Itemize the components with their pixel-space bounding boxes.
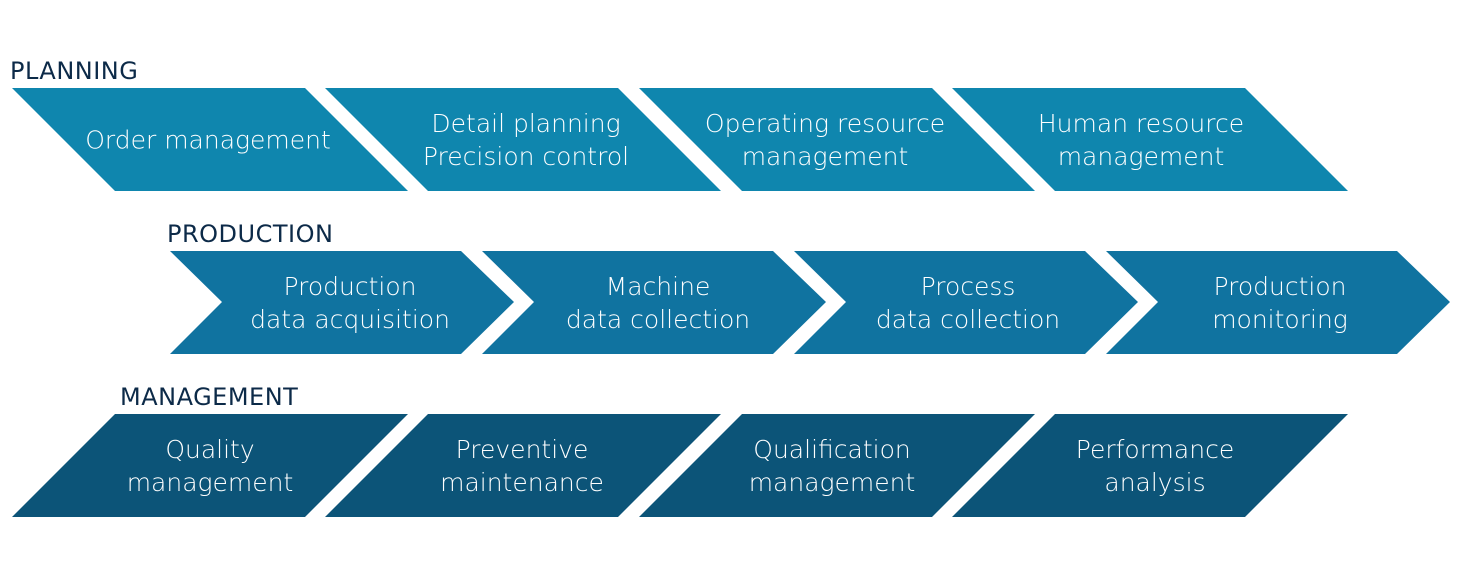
planning-step-label: Operating resource <box>705 109 945 138</box>
production-step-label: Production <box>1213 272 1346 301</box>
planning-step-label: Human resource <box>1038 109 1244 138</box>
planning-step-shape <box>12 88 408 191</box>
management-step-label: Preventive <box>456 435 589 464</box>
planning-step-label: management <box>1058 142 1225 171</box>
production-step-4: Production monitoring <box>1106 251 1450 354</box>
management-step-1: Quality management <box>12 414 408 517</box>
management-step-label: maintenance <box>440 468 604 497</box>
production-step-label: monitoring <box>1212 305 1348 334</box>
planning-step-3: Operating resource management <box>639 88 1035 191</box>
planning-step-label: Order management <box>85 126 331 155</box>
management-step-2: Preventive maintenance <box>325 414 721 517</box>
production-step-label: data collection <box>876 305 1060 334</box>
production-step-shape <box>794 251 1138 354</box>
management-step-4: Performance analysis <box>952 414 1348 517</box>
planning-step-label: Detail planning <box>431 109 620 138</box>
management-step-shape <box>639 414 1035 517</box>
row-label-management: MANAGEMENT <box>120 383 298 411</box>
row-label-planning: PLANNING <box>10 57 138 85</box>
management-step-label: Performance <box>1076 435 1234 464</box>
management-step-label: management <box>749 468 916 497</box>
management-step-label: Qualification <box>753 435 910 464</box>
production-step-label: Production <box>283 272 416 301</box>
production-step-3: Process data collection <box>794 251 1138 354</box>
management-step-shape <box>952 414 1348 517</box>
row-label-production: PRODUCTION <box>167 220 333 248</box>
planning-step-1: Order management <box>12 88 408 191</box>
planning-step-shape <box>639 88 1035 191</box>
production-step-label: data collection <box>566 305 750 334</box>
management-step-shape <box>325 414 721 517</box>
planning-step-label: management <box>742 142 909 171</box>
planning-step-shape <box>952 88 1348 191</box>
management-step-3: Qualification management <box>639 414 1035 517</box>
production-step-label: Process <box>921 272 1016 301</box>
production-step-shape <box>1106 251 1450 354</box>
production-step-label: data acquisition <box>250 305 450 334</box>
production-step-shape <box>482 251 826 354</box>
management-step-label: Quality <box>165 435 254 464</box>
management-step-shape <box>12 414 408 517</box>
production-step-shape <box>170 251 514 354</box>
planning-step-shape <box>325 88 721 191</box>
management-step-label: management <box>127 468 294 497</box>
management-step-label: analysis <box>1104 468 1205 497</box>
production-step-label: Machine <box>606 272 711 301</box>
planning-step-4: Human resource management <box>952 88 1348 191</box>
production-step-1: Production data acquisition <box>170 251 514 354</box>
planning-step-label: Precision control <box>423 142 629 171</box>
production-step-2: Machine data collection <box>482 251 826 354</box>
